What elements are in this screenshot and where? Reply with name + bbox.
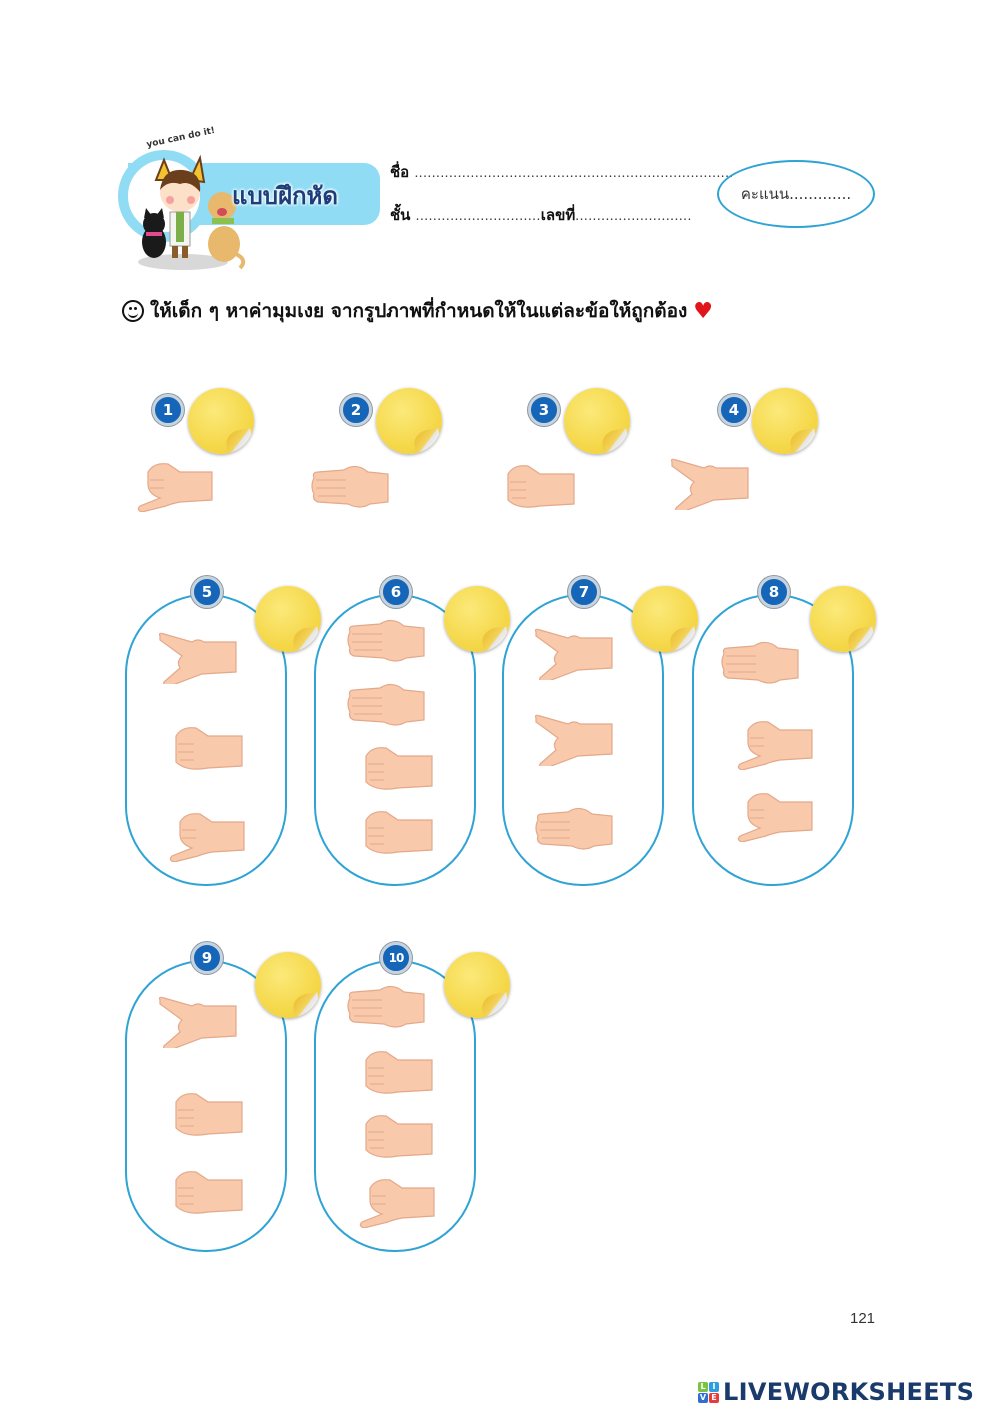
logo-letter: I <box>709 1381 719 1392</box>
question-4: 4 <box>718 394 750 426</box>
hand-three-fingers <box>310 460 390 512</box>
question-8: 8 <box>758 576 790 608</box>
hand-pinky <box>136 460 216 512</box>
hand-fist <box>500 460 580 512</box>
hand-index-pinky <box>670 458 750 510</box>
number-dots: ........................... <box>575 209 692 223</box>
name-label: ชื่อ <box>390 163 410 181</box>
hand-index-pinky <box>158 632 238 684</box>
answer-sticker-9[interactable] <box>255 952 321 1018</box>
hand-pinky <box>736 790 816 842</box>
score-oval[interactable]: คะแนน............. <box>717 160 875 228</box>
hand-fist <box>358 742 438 794</box>
number-badge: 3 <box>528 394 560 426</box>
banner-title: แบบฝึกหัด <box>232 182 338 210</box>
hand-fist <box>358 1110 438 1162</box>
number-badge: 6 <box>380 576 412 608</box>
number-badge: 1 <box>152 394 184 426</box>
name-dots: ........................................… <box>414 166 734 180</box>
question-10: 10 <box>380 942 412 974</box>
heart-icon: ♥ <box>693 298 714 324</box>
hand-fist <box>358 1046 438 1098</box>
number-badge: 4 <box>718 394 750 426</box>
hand-three-fingers <box>346 614 426 666</box>
hand-fist <box>168 1166 248 1218</box>
score-label: คะแนน............. <box>740 185 852 203</box>
answer-sticker-4[interactable] <box>752 388 818 454</box>
answer-sticker-5[interactable] <box>255 586 321 652</box>
question-9: 9 <box>191 942 223 974</box>
answer-sticker-3[interactable] <box>564 388 630 454</box>
hand-three-fingers <box>346 980 426 1032</box>
question-1: 1 <box>152 394 184 426</box>
number-badge: 2 <box>340 394 372 426</box>
hand-index-pinky <box>158 996 238 1048</box>
answer-sticker-6[interactable] <box>444 586 510 652</box>
hand-pinky <box>358 1176 438 1228</box>
question-3: 3 <box>528 394 560 426</box>
hand-index-pinky <box>534 628 614 680</box>
instruction-text: ให้เด็ก ๆ หาค่ามุมเงย จากรูปภาพที่กำหนดใ… <box>150 300 688 322</box>
class-dots: ............................. <box>415 209 541 223</box>
question-2: 2 <box>340 394 372 426</box>
logo-letter: V <box>698 1392 708 1403</box>
logo-letter: L <box>698 1381 708 1392</box>
hand-index-pinky <box>534 714 614 766</box>
hand-three-fingers <box>720 636 800 688</box>
brand-text: LIVEWORKSHEETS <box>723 1378 975 1406</box>
hand-three-fingers <box>534 802 614 854</box>
answer-sticker-1[interactable] <box>188 388 254 454</box>
hand-pinky <box>736 718 816 770</box>
hand-fist <box>358 806 438 858</box>
hand-pinky <box>168 810 248 862</box>
instruction: ให้เด็ก ๆ หาค่ามุมเงย จากรูปภาพที่กำหนดใ… <box>122 296 713 326</box>
brand-logo-icon: L I V E <box>698 1381 719 1403</box>
question-5: 5 <box>191 576 223 608</box>
hand-fist <box>168 1088 248 1140</box>
hand-three-fingers <box>346 678 426 730</box>
banner-tag: you can do it! <box>145 125 217 151</box>
question-6: 6 <box>380 576 412 608</box>
page-number: 121 <box>850 1310 876 1327</box>
number-badge: 10 <box>380 942 412 974</box>
class-label: ชั้น <box>390 206 411 224</box>
class-line[interactable]: ชั้น .............................เลขที่… <box>390 203 692 227</box>
answer-sticker-7[interactable] <box>632 586 698 652</box>
number-badge: 7 <box>568 576 600 608</box>
answer-sticker-2[interactable] <box>376 388 442 454</box>
number-label: เลขที่ <box>540 206 576 224</box>
number-badge: 8 <box>758 576 790 608</box>
liveworksheets-brand[interactable]: L I V E LIVEWORKSHEETS <box>698 1378 974 1406</box>
logo-letter: E <box>709 1392 719 1403</box>
answer-sticker-8[interactable] <box>810 586 876 652</box>
name-line[interactable]: ชื่อ ...................................… <box>390 160 734 184</box>
smiley-icon <box>122 300 144 322</box>
answer-sticker-10[interactable] <box>444 952 510 1018</box>
mascot-illustration <box>128 150 248 270</box>
hand-fist <box>168 722 248 774</box>
number-badge: 9 <box>191 942 223 974</box>
question-7: 7 <box>568 576 600 608</box>
number-badge: 5 <box>191 576 223 608</box>
